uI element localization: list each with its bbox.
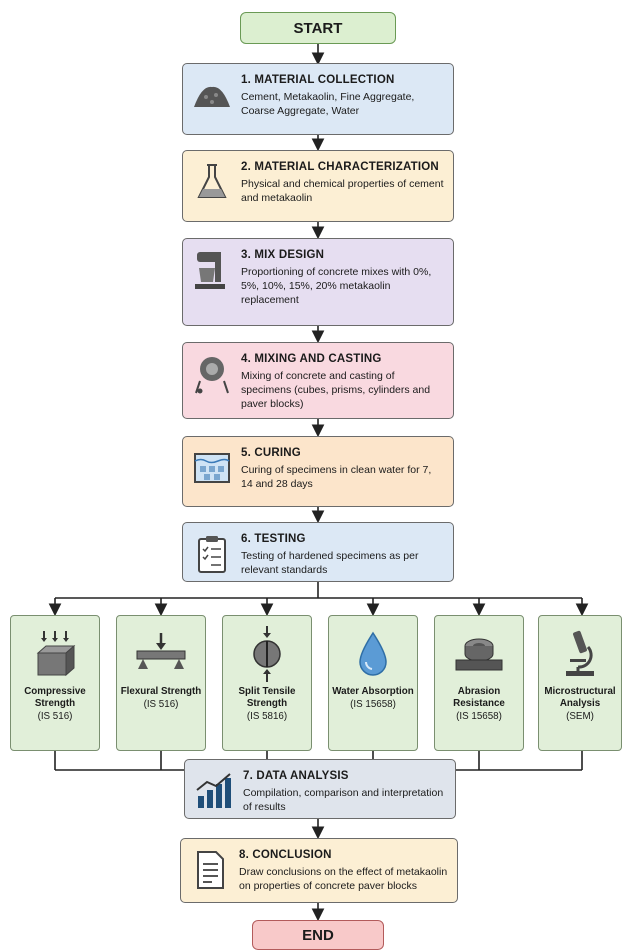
step-title: 1. MATERIAL COLLECTION — [241, 74, 395, 86]
step-testing: 6. TESTING Testing of hardened specimens… — [182, 522, 454, 582]
step-material-characterization: 2. MATERIAL CHARACTERIZATION Physical an… — [182, 150, 454, 222]
step-description: Mixing of concrete and casting of specim… — [241, 370, 431, 410]
step-description: Draw conclusions on the effect of metaka… — [239, 866, 448, 892]
test-microstructural-analysis: Microstructural Analysis (SEM) — [538, 615, 622, 751]
test-standard: (IS 5816) — [246, 711, 288, 722]
start-label: START — [293, 19, 343, 37]
test-abrasion-resistance: Abrasion Resistance (IS 15658) — [434, 615, 524, 751]
start-terminal: START — [240, 12, 396, 44]
step-mix-design: 3. MIX DESIGN Proportioning of concrete … — [182, 238, 454, 326]
step-description: Cement, Metakaolin, Fine Aggregate, Coar… — [241, 91, 415, 117]
end-terminal: END — [252, 920, 384, 950]
document-icon — [189, 849, 231, 891]
test-name: Water Absorption — [332, 686, 414, 697]
step-description: Proportioning of concrete mixes with 0%,… — [241, 266, 432, 306]
step-curing: 5. CURING Curing of specimens in clean w… — [182, 436, 454, 507]
compression-cube-icon — [11, 622, 99, 686]
clipboard-icon — [191, 533, 233, 575]
test-name: Abrasion Resistance — [453, 686, 505, 709]
test-name: Microstructural Analysis — [544, 686, 616, 709]
end-label: END — [302, 926, 334, 944]
test-split-tensile-strength: Split Tensile Strength (IS 5816) — [222, 615, 312, 751]
step-description: Curing of specimens in clean water for 7… — [241, 464, 432, 490]
concrete-mixer-icon — [191, 353, 233, 395]
test-flexural-strength: Flexural Strength (IS 516) — [116, 615, 206, 751]
beam-load-icon — [117, 622, 205, 686]
step-title: 4. MIXING AND CASTING — [241, 353, 382, 365]
analysis-step: 7. DATA ANALYSIS Compilation, comparison… — [184, 759, 456, 819]
step-description: Physical and chemical properties of ceme… — [241, 178, 444, 204]
test-water-absorption: Water Absorption (IS 15658) — [328, 615, 418, 751]
water-drop-icon — [329, 622, 417, 686]
test-name: Split Tensile Strength — [238, 686, 296, 709]
curing-tank-icon — [191, 447, 233, 489]
step-title: 3. MIX DESIGN — [241, 249, 325, 261]
step-description: Compilation, comparison and interpretati… — [243, 787, 444, 813]
test-compressive-strength: Compressive Strength (IS 516) — [10, 615, 100, 751]
step-description: Testing of hardened specimens as per rel… — [241, 550, 419, 576]
cylinder-split-icon — [223, 622, 311, 686]
step-title: 5. CURING — [241, 447, 301, 459]
bar-chart-icon — [193, 770, 235, 812]
test-name: Compressive Strength — [24, 686, 86, 709]
step-title: 2. MATERIAL CHARACTERIZATION — [241, 161, 439, 173]
microscope-icon — [539, 622, 621, 686]
test-name: Flexural Strength — [120, 686, 202, 697]
step-title: 8. CONCLUSION — [239, 849, 332, 861]
material-pile-icon — [191, 74, 233, 116]
flask-icon — [191, 161, 233, 203]
abrasion-disc-icon — [435, 622, 523, 686]
test-standard: (IS 516) — [37, 711, 73, 722]
step-conclusion: 8. CONCLUSION Draw conclusions on the ef… — [180, 838, 458, 903]
test-standard: (SEM) — [566, 711, 594, 722]
mixer-icon — [191, 249, 233, 291]
step-material-collection: 1. MATERIAL COLLECTION Cement, Metakaoli… — [182, 63, 454, 135]
test-standard: (IS 15658) — [350, 699, 396, 710]
step-mixing-and-casting: 4. MIXING AND CASTING Mixing of concrete… — [182, 342, 454, 419]
test-standard: (IS 15658) — [456, 711, 502, 722]
step-title: 7. DATA ANALYSIS — [243, 770, 349, 782]
test-standard: (IS 516) — [143, 699, 179, 710]
step-title: 6. TESTING — [241, 533, 306, 545]
